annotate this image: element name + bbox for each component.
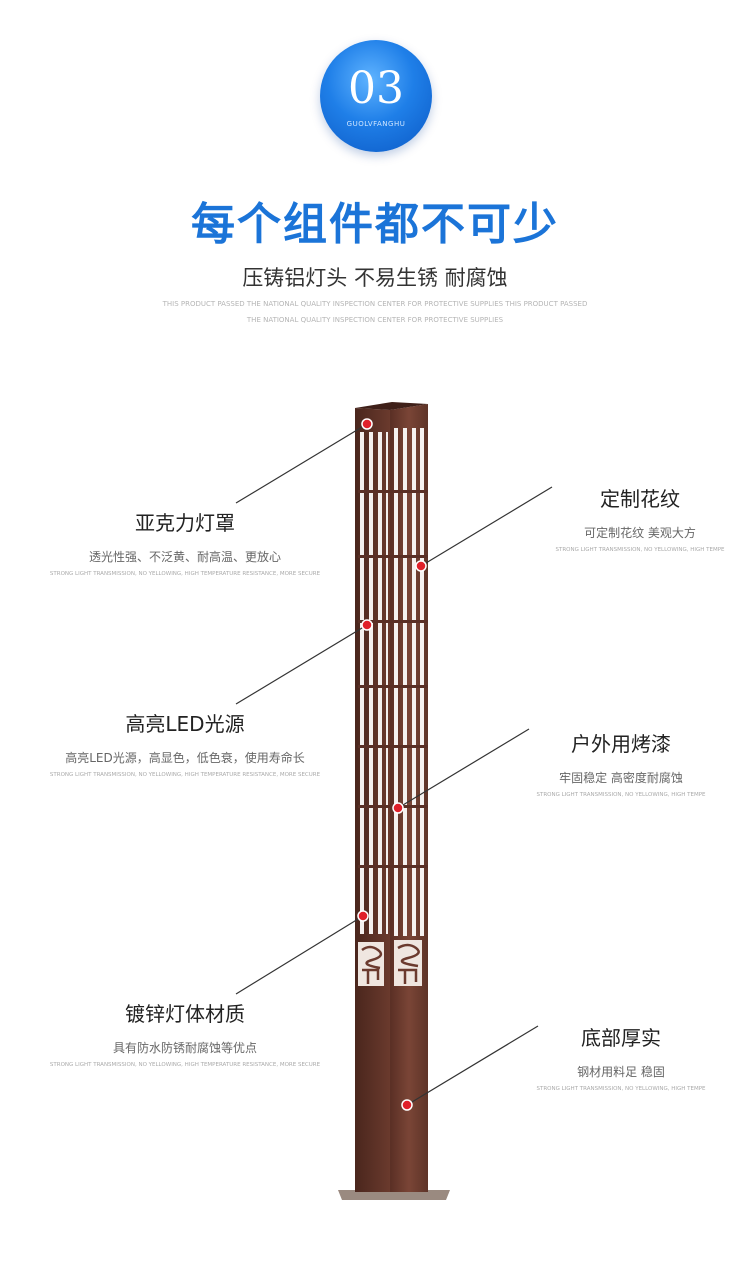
marker-base [401,1099,413,1111]
feature-desc: 高亮LED光源，高显色，低色衰，使用寿命长 [65,751,305,765]
marker-acrylic [361,418,373,430]
feature-led-source: 高亮LED光源 高亮LED光源，高显色，低色衰，使用寿命长 STRONG LIG… [40,708,330,778]
feature-solid-base: 底部厚实 钢材用料足 稳固 STRONG LIGHT TRANSMISSION,… [526,1022,716,1092]
feature-acrylic-cover: 亚克力灯罩 透光性强、不泛黄、耐高温、更放心 STRONG LIGHT TRAN… [40,507,330,577]
feature-title: 定制花纹 [600,487,680,511]
feature-en: STRONG LIGHT TRANSMISSION, NO YELLOWING,… [536,1086,706,1092]
page-subtitle: 压铸铝灯头 不易生锈 耐腐蚀 [242,266,508,290]
feature-desc: 牢固稳定 高密度耐腐蚀 [559,771,683,785]
feature-title: 户外用烤漆 [571,732,671,756]
feature-desc: 透光性强、不泛黄、耐高温、更放心 [88,550,281,564]
leader-line-acrylic [235,423,368,504]
feature-desc: 可定制花纹 美观大方 [584,526,696,540]
marker-pattern [415,560,427,572]
leader-line-led [235,624,368,705]
feature-en: STRONG LIGHT TRANSMISSION, NO YELLOWING,… [49,571,321,577]
section-number: 03 [348,63,404,114]
feature-title: 底部厚实 [581,1026,661,1050]
leader-line-paint [397,728,530,809]
feature-en: STRONG LIGHT TRANSMISSION, NO YELLOWING,… [49,772,321,778]
feature-desc: 具有防水防锈耐腐蚀等优点 [112,1041,257,1055]
feature-en: STRONG LIGHT TRANSMISSION, NO YELLOWING,… [536,792,706,798]
feature-title: 镀锌灯体材质 [125,1002,245,1026]
section-number-badge: 03 GUOLVFANGHU [320,40,432,152]
marker-led [361,619,373,631]
marker-paint [392,802,404,814]
page-title: 每个组件都不可少 [191,199,559,250]
feature-en: STRONG LIGHT TRANSMISSION, NO YELLOWING,… [49,1062,321,1068]
post-top-cap [355,402,428,410]
post-front-face [390,404,428,1192]
front-lattice-pattern [394,428,424,936]
feature-title: 亚克力灯罩 [135,511,235,535]
base-plate [338,1190,450,1200]
left-lattice-pattern [360,432,388,934]
feature-desc: 钢材用料足 稳固 [577,1065,665,1079]
feature-custom-pattern: 定制花纹 可定制花纹 美观大方 STRONG LIGHT TRANSMISSIO… [540,483,740,553]
feature-galvanized-body: 镀锌灯体材质 具有防水防锈耐腐蚀等优点 STRONG LIGHT TRANSMI… [40,998,330,1068]
feature-title: 高亮LED光源 [125,712,245,736]
english-caption-line-1: THIS PRODUCT PASSED THE NATIONAL QUALITY… [162,300,588,308]
marker-galvanized [357,910,369,922]
decor-glyph-front [397,943,420,984]
english-caption-line-2: THE NATIONAL QUALITY INSPECTION CENTER F… [246,316,504,324]
leader-line-pattern [420,486,553,567]
feature-outdoor-paint: 户外用烤漆 牢固稳定 高密度耐腐蚀 STRONG LIGHT TRANSMISS… [516,728,726,798]
leader-line-base [406,1025,539,1106]
feature-en: STRONG LIGHT TRANSMISSION, NO YELLOWING,… [555,547,725,553]
leader-line-galvanized [235,915,364,995]
badge-subtext: GUOLVFANGHU [346,120,406,128]
decor-glyph-left [361,945,383,984]
